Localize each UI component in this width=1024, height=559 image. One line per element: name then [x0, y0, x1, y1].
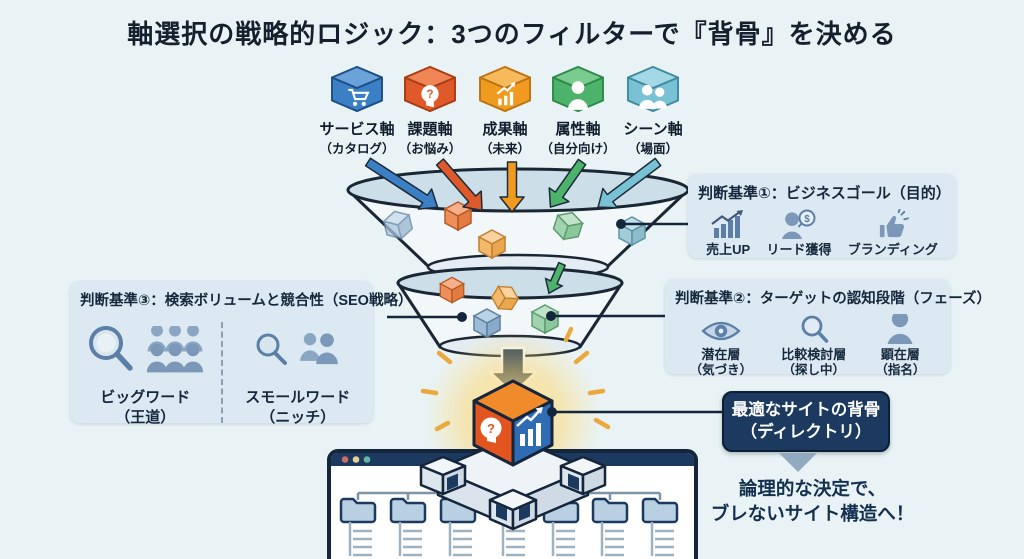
pedestal-posts	[419, 455, 607, 531]
axis-arrow-scene	[597, 157, 662, 209]
criteria2-item-manifest: 顕在層 （指名）	[875, 314, 925, 378]
folder-icon	[641, 497, 679, 524]
axis-label: 属性軸	[555, 121, 601, 138]
magnifier-crowd-icon	[88, 326, 133, 371]
user-icon	[552, 65, 604, 113]
criteria3-title: 判断基準③：検索ボリュームと競合性（SEO戦略）	[80, 293, 413, 309]
axis-label: シーン軸	[623, 121, 683, 138]
down-triangle-icon	[779, 453, 817, 472]
mini-green-arrow	[544, 261, 567, 295]
axis-arrows	[364, 157, 662, 213]
criteria3-item-smallword: スモールワード （ニッチ）	[233, 318, 364, 427]
criteria1-item-branding: ブランディング	[848, 209, 938, 258]
person-dollar-bubble-icon: $	[781, 209, 816, 239]
funnel-cubes-2	[438, 261, 567, 339]
axis-arrow-service	[364, 157, 439, 210]
criteria2-item-latent: 潜在層 （気づき）	[690, 318, 752, 378]
glow-rays	[420, 326, 611, 432]
axis-sublabel: （未来）	[479, 142, 530, 157]
axis-label: 課題軸	[407, 121, 453, 138]
axis-arrow-result	[499, 161, 525, 213]
criteria1-title: 判断基準①：ビジネスゴール（目的）	[698, 185, 951, 202]
browser-dot-red	[341, 456, 349, 463]
magnifier-icon	[801, 315, 828, 343]
connector-dots	[457, 219, 626, 417]
browser-dot-yellow	[352, 456, 360, 463]
question-head-icon: ?	[404, 65, 456, 113]
criteria2-item-compare: 比較検討層 （探し中）	[781, 314, 846, 378]
browser-dot-green	[363, 456, 371, 463]
result-box: 最適なサイトの背骨 （ディレクトリ）	[722, 391, 890, 452]
axis-sublabel: （お悩み）	[398, 142, 462, 157]
bar-chart-up-icon	[711, 210, 744, 238]
criteria1-panel: 判断基準①：ビジネスゴール（目的） 売上UP $ リード獲得	[688, 174, 956, 258]
growth-chart-icon	[516, 407, 543, 446]
growth-chart-icon	[479, 65, 531, 113]
result-box-line2: （ディレクトリ）	[740, 423, 872, 442]
axis-label: 成果軸	[482, 121, 528, 138]
axis-item-attribute: 属性軸 （自分向け）	[528, 64, 628, 157]
axis-label: サービス軸	[319, 121, 395, 138]
user-icon	[887, 314, 914, 344]
folder-icon	[591, 497, 629, 524]
page-title: 軸選択の戦略的ロジック：3つのフィルターで『背骨』を決める	[127, 19, 897, 49]
axis-item-issue: ? 課題軸 （お悩み）	[380, 64, 480, 157]
axis-item-scene: シーン軸 （場面）	[603, 64, 703, 157]
result-cube	[472, 379, 554, 467]
magnifier-pair-icon	[256, 333, 288, 365]
axis-arrow-attribute	[548, 158, 587, 208]
svg-text:?: ?	[426, 89, 433, 101]
connector-lines	[387, 222, 724, 414]
axis-item-service: サービス軸 （カタログ）	[307, 64, 407, 157]
folder-icon	[339, 497, 377, 524]
pair-icon	[300, 333, 339, 365]
cart-icon	[331, 65, 383, 113]
funnel-cubes-1	[382, 201, 647, 260]
result-cube-emblems: ?	[480, 407, 543, 446]
criteria1-item-sales: 売上UP	[706, 209, 750, 258]
question-head-icon: ?	[480, 417, 502, 443]
axis-sublabel: （自分向け）	[540, 142, 616, 157]
axis-arrow-issue	[435, 158, 483, 212]
criteria3-item-bigword: ビッグワード （王道）	[80, 318, 211, 427]
crowd-icon	[146, 326, 203, 373]
axis-sublabel: （場面）	[627, 142, 678, 157]
svg-text:$: $	[804, 214, 810, 225]
people-pair-icon	[627, 65, 679, 113]
criteria3-panel: 判断基準③：検索ボリュームと競合性（SEO戦略） ビッグワード （王道）	[70, 281, 413, 426]
axis-sublabel: （カタログ）	[319, 142, 395, 157]
folder-icon	[389, 497, 427, 524]
thumbs-up-icon	[879, 209, 909, 238]
svg-text:?: ?	[487, 421, 495, 436]
criteria1-item-lead: $ リード獲得	[766, 209, 831, 258]
criteria2-panel: 判断基準②：ターゲットの認知段階（フェーズ） 潜在層 （気づき） 比較検討層 （…	[665, 279, 992, 377]
panel-divider	[220, 322, 223, 423]
result-box-line1: 最適なサイトの背骨	[731, 401, 881, 419]
outcome-text: 論理的な決定で、 ブレないサイト構造へ！	[710, 478, 915, 524]
eye-icon	[701, 321, 741, 341]
criteria2-title: 判断基準②：ターゲットの認知段階（フェーズ）	[675, 291, 992, 307]
axis-item-result: 成果軸 （未来）	[455, 64, 555, 157]
